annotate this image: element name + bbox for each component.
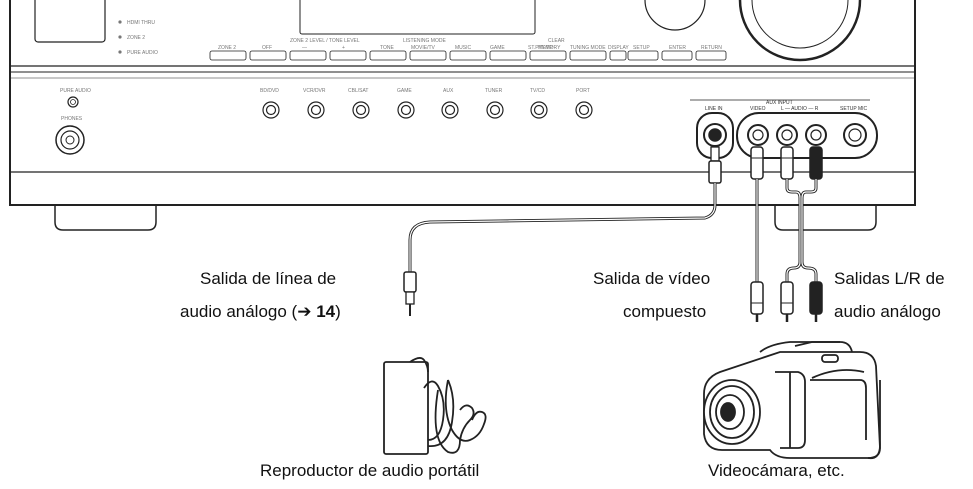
control-label: — [302, 45, 307, 51]
control-label: LISTENING MODE [403, 38, 446, 44]
setup-mic-label: SETUP MIC [840, 106, 868, 112]
control-label: ST.PTY/TP [528, 45, 553, 51]
control-label: RETURN [701, 45, 722, 51]
front-display [299, 0, 536, 35]
volume-knob [738, 0, 862, 62]
input-label: AUX [443, 88, 454, 94]
arrow-icon: ➔ [297, 302, 312, 321]
audio-out-label-2: audio análogo [834, 302, 941, 321]
phones-label: PHONES [61, 116, 83, 122]
input-label: PORT [576, 88, 590, 94]
mini-jack-cable [403, 146, 722, 316]
receiver-labels: HDMI THRU ZONE 2 PURE AUDIO ZONE 2 OFF Z… [60, 20, 868, 122]
input-label: GAME [397, 88, 412, 94]
display-window [34, 0, 106, 43]
control-label: + [342, 45, 345, 51]
line-out-text: audio análogo ( [180, 302, 298, 321]
control-label: GAME [490, 45, 505, 51]
control-label: ENTER [669, 45, 686, 51]
control-label: TONE [380, 45, 394, 51]
control-label: ZONE 2 [218, 45, 236, 51]
input-label: VCR/DVR [303, 88, 326, 94]
input-buttons [262, 101, 593, 119]
aux-av-frame [736, 112, 878, 159]
video-label: VIDEO [750, 106, 766, 112]
setup-mic-jack [843, 123, 867, 147]
right-foot [774, 205, 877, 231]
indicator-label: ZONE 2 [127, 35, 145, 41]
control-label: DISPLAY [608, 45, 629, 51]
aux-input-label: AUX INPUT [766, 100, 793, 106]
control-label: ZONE 2 LEVEL / TONE LEVEL [290, 38, 360, 44]
phones-jack [55, 125, 85, 155]
control-label: SETUP [633, 45, 650, 51]
control-label: CLEAR [548, 38, 565, 44]
video-out-label-1: Salida de vídeo [593, 269, 711, 288]
indicator-label: HDMI THRU [127, 20, 155, 26]
page-reference: 14 [316, 302, 336, 321]
line-out-label-2: audio análogo (➔ 14) [180, 301, 341, 323]
video-out-label-2: compuesto [623, 302, 707, 321]
av-receiver [9, 0, 916, 231]
portable-player-illustration [383, 357, 487, 455]
audio-label: L — AUDIO — R [781, 106, 819, 112]
control-label: OFF [262, 45, 272, 51]
camcorder-caption: Videocámara, etc. [708, 461, 845, 480]
audio-out-label-1: Salidas L/R de [834, 269, 945, 288]
rca-cables [750, 146, 823, 322]
input-label: TUNER [485, 88, 503, 94]
input-label: TV/CD [530, 88, 545, 94]
control-label: TUNING MODE [570, 45, 606, 51]
small-knob [644, 0, 706, 31]
pure-audio-label: PURE AUDIO [60, 88, 91, 94]
input-label: CBL/SAT [348, 88, 368, 94]
control-buttons [209, 50, 727, 61]
camcorder-illustration [703, 341, 881, 460]
indicator-label: PURE AUDIO [127, 50, 158, 56]
control-label: MUSIC [455, 45, 472, 51]
control-label: MEMORY [538, 45, 561, 51]
line-out-close: ) [335, 302, 341, 321]
control-label: MOVIE/TV [411, 45, 436, 51]
left-foot [54, 205, 157, 231]
line-in-label: LINE IN [705, 106, 723, 112]
portable-player-caption: Reproductor de audio portátil [260, 461, 480, 480]
input-label: BD/DVD [260, 88, 279, 94]
line-out-label-1: Salida de línea de [200, 269, 337, 288]
